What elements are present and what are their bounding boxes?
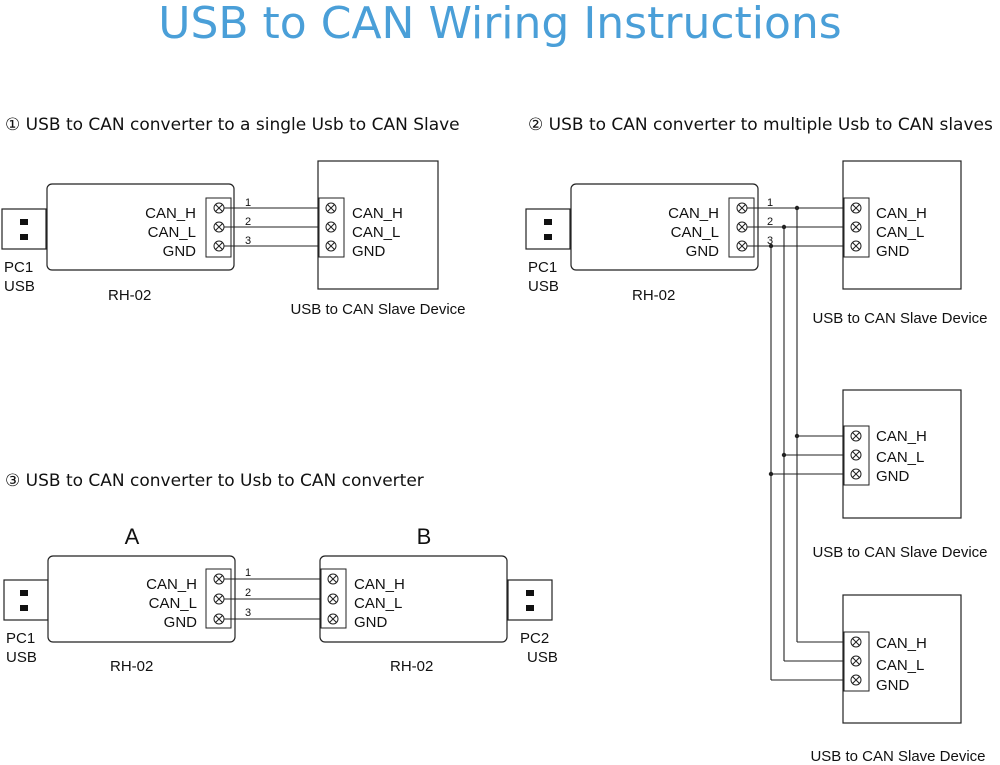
screw-terminal-icon xyxy=(325,221,337,233)
slave-device-label: USB to CAN Slave Device xyxy=(812,544,987,561)
pc1-label: PC1 xyxy=(528,259,557,276)
can-h-label: CAN_H xyxy=(876,205,927,222)
can-l-label: CAN_L xyxy=(354,595,402,612)
slave-device-label: USB to CAN Slave Device xyxy=(290,301,465,318)
usb-label: USB xyxy=(4,278,35,295)
screw-terminal-icon xyxy=(327,593,339,605)
screw-terminal-icon xyxy=(850,636,862,648)
junction-dot xyxy=(768,243,774,249)
pin-number: 1 xyxy=(245,197,251,209)
screw-terminal-icon xyxy=(736,240,748,252)
screw-terminal-icon xyxy=(850,430,862,442)
screw-terminal-icon xyxy=(327,573,339,585)
pin-number: 2 xyxy=(245,587,251,599)
page-title: USB to CAN Wiring Instructions xyxy=(158,0,841,49)
screw-terminal-icon xyxy=(850,202,862,214)
pin-number: 3 xyxy=(767,235,773,247)
gnd-label: GND xyxy=(876,468,910,485)
screw-terminal-icon xyxy=(213,593,225,605)
gnd-label: GND xyxy=(876,677,910,694)
converter-model-label: RH-02 xyxy=(108,287,151,304)
section-3: A B PC1 USB CAN_H CAN_L GND RH-02 1 2 3 … xyxy=(3,524,558,675)
usb-plug-icon xyxy=(3,579,49,621)
screw-terminal-icon xyxy=(327,613,339,625)
slave-device-label: USB to CAN Slave Device xyxy=(810,748,985,765)
can-h-label: CAN_H xyxy=(352,205,403,222)
screw-terminal-icon xyxy=(736,221,748,233)
pin-number: 1 xyxy=(767,197,773,209)
can-l-label: CAN_L xyxy=(876,224,924,241)
pin-number: 3 xyxy=(245,235,251,247)
pin-number: 3 xyxy=(245,607,251,619)
can-l-label: CAN_L xyxy=(876,449,924,466)
converter-b-label: B xyxy=(417,524,432,549)
gnd-label: GND xyxy=(686,243,720,260)
gnd-label: GND xyxy=(163,243,197,260)
usb-plug-icon xyxy=(507,579,553,621)
section-1: PC1 USB CAN_H CAN_L GND RH-02 1 2 3 CAN_… xyxy=(1,160,466,318)
pc1-label: PC1 xyxy=(4,259,33,276)
junction-dot xyxy=(794,433,800,439)
gnd-label: GND xyxy=(164,614,198,631)
can-h-label: CAN_H xyxy=(668,205,719,222)
screw-terminal-icon xyxy=(850,221,862,233)
usb-label: USB xyxy=(528,278,559,295)
screw-terminal-icon xyxy=(850,240,862,252)
gnd-label: GND xyxy=(876,243,910,260)
pin-number: 2 xyxy=(767,216,773,228)
converter-b-body xyxy=(319,555,508,643)
can-l-label: CAN_L xyxy=(876,657,924,674)
screw-terminal-icon xyxy=(213,573,225,585)
usb-plug-icon xyxy=(525,208,571,250)
section-1-heading: ① USB to CAN converter to a single Usb t… xyxy=(5,115,460,135)
gnd-label: GND xyxy=(352,243,386,260)
screw-terminal-icon xyxy=(213,221,225,233)
pin-number: 1 xyxy=(245,567,251,579)
can-l-label: CAN_L xyxy=(149,595,197,612)
junction-dot xyxy=(781,224,787,230)
screw-terminal-icon xyxy=(325,240,337,252)
screw-terminal-icon xyxy=(850,674,862,686)
can-h-label: CAN_H xyxy=(354,576,405,593)
slave-device-body xyxy=(317,160,439,290)
section-2-heading: ② USB to CAN converter to multiple Usb t… xyxy=(528,115,993,135)
can-l-label: CAN_L xyxy=(352,224,400,241)
screw-terminal-icon xyxy=(850,655,862,667)
screw-terminal-icon xyxy=(213,202,225,214)
pc1-label: PC1 xyxy=(6,630,35,647)
section-3-heading: ③ USB to CAN converter to Usb to CAN con… xyxy=(5,471,424,491)
usb-label: USB xyxy=(527,649,558,666)
screw-terminal-icon xyxy=(213,613,225,625)
screw-terminal-icon xyxy=(850,449,862,461)
converter-model-label: RH-02 xyxy=(110,658,153,675)
pc2-label: PC2 xyxy=(520,630,549,647)
junction-dot xyxy=(781,452,787,458)
screw-terminal-icon xyxy=(213,240,225,252)
usb-label: USB xyxy=(6,649,37,666)
screw-terminal-icon xyxy=(325,202,337,214)
screw-terminal-icon xyxy=(736,202,748,214)
can-h-label: CAN_H xyxy=(876,635,927,652)
converter-model-label: RH-02 xyxy=(390,658,433,675)
pin-number: 2 xyxy=(245,216,251,228)
converter-model-label: RH-02 xyxy=(632,287,675,304)
converter-a-label: A xyxy=(125,524,140,549)
can-l-label: CAN_L xyxy=(671,224,719,241)
screw-terminal-icon xyxy=(850,468,862,480)
usb-plug-icon xyxy=(1,208,47,250)
can-l-label: CAN_L xyxy=(148,224,196,241)
can-h-label: CAN_H xyxy=(876,428,927,445)
can-h-label: CAN_H xyxy=(146,576,197,593)
junction-dot xyxy=(794,205,800,211)
section-2: PC1 USB CAN_H CAN_L GND RH-02 1 2 3 xyxy=(525,160,988,765)
gnd-label: GND xyxy=(354,614,388,631)
slave-device-label: USB to CAN Slave Device xyxy=(812,310,987,327)
junction-dot xyxy=(768,471,774,477)
can-h-label: CAN_H xyxy=(145,205,196,222)
